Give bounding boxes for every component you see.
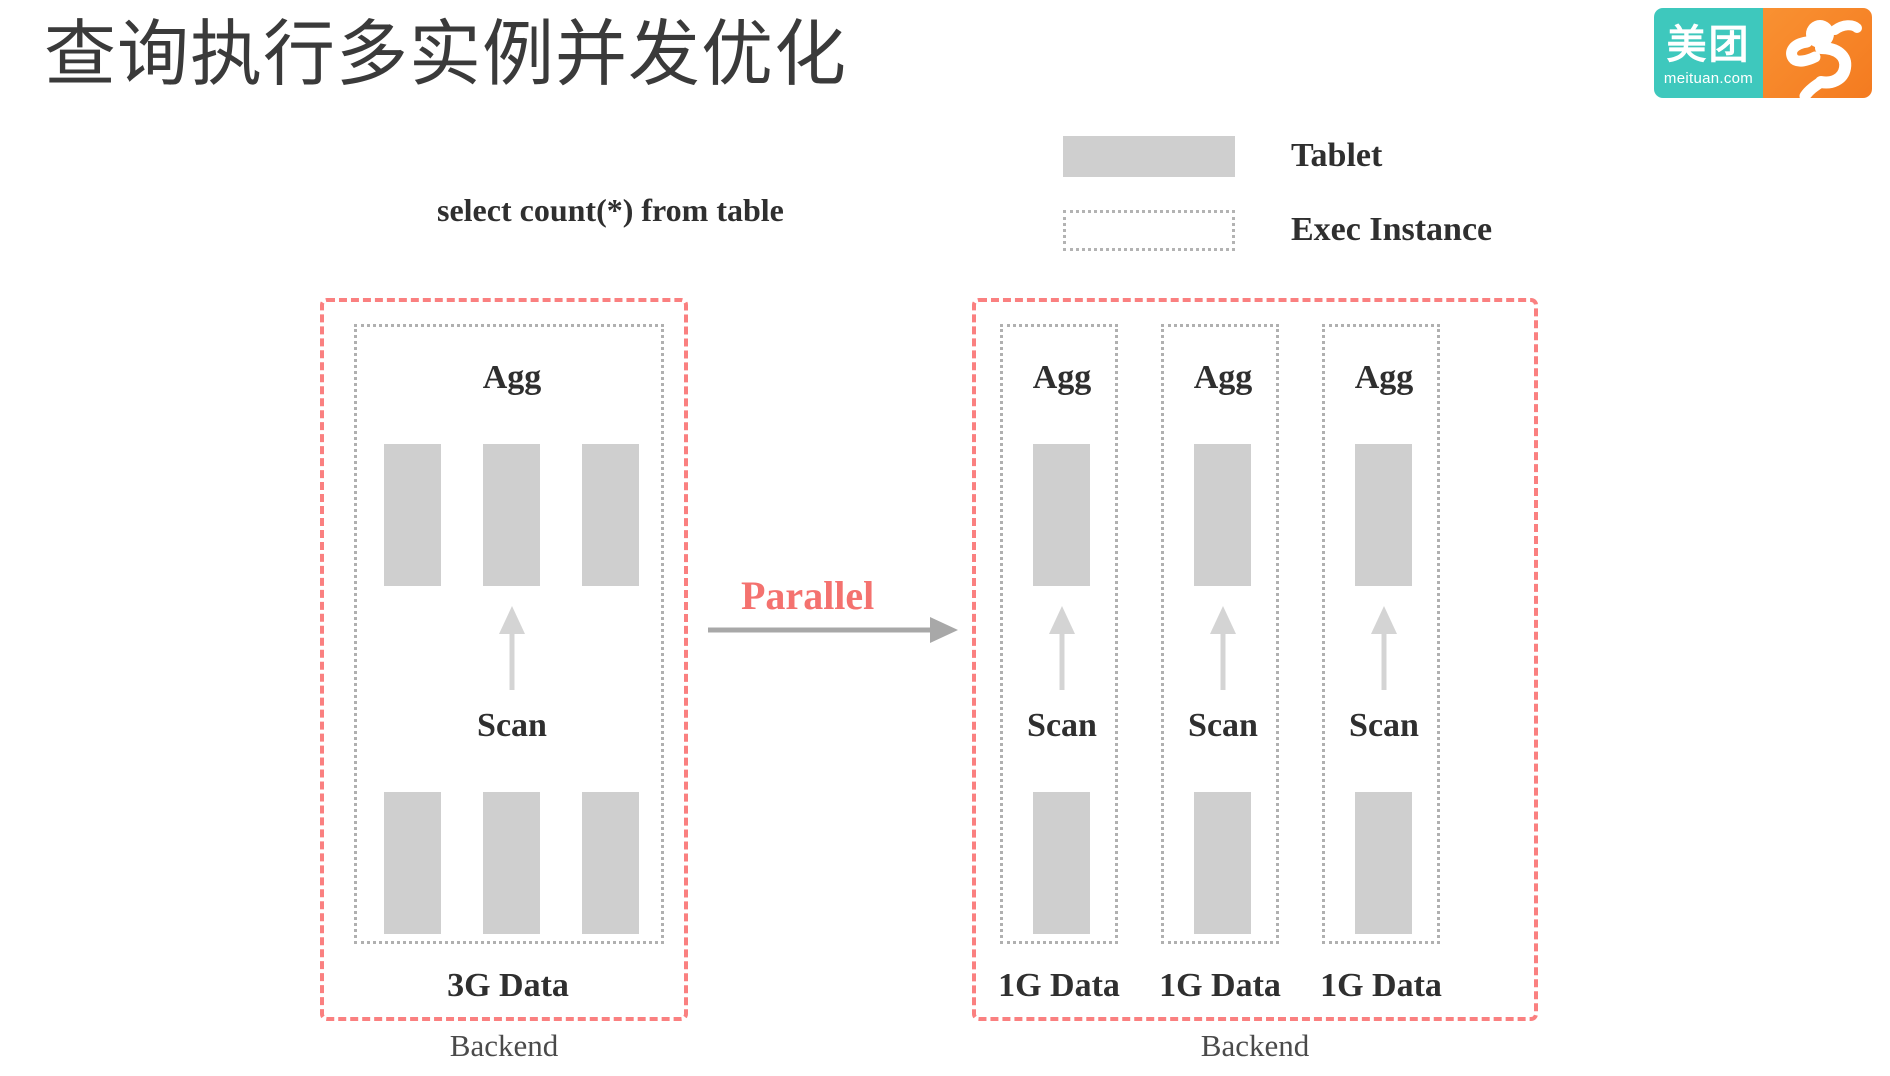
tablet (1033, 792, 1090, 934)
left-backend-box: Agg Scan 3G Data (320, 298, 688, 1021)
right-data-label-1: 1G Data (998, 967, 1120, 1004)
right-agg-label-2: Agg (1193, 359, 1253, 396)
tablet (1355, 444, 1412, 586)
right-data-label-2: 1G Data (1159, 967, 1281, 1004)
tablet (582, 792, 639, 934)
tablet (1194, 444, 1251, 586)
logo-chinese-text: 美团 (1666, 21, 1751, 68)
legend-label-exec-instance: Exec Instance (1291, 211, 1493, 248)
tablet (483, 792, 540, 934)
right-exec-instance-1: Agg Scan (1000, 324, 1118, 944)
tablet (1033, 444, 1090, 586)
tablet (582, 444, 639, 586)
tablet (1355, 792, 1412, 934)
parallel-transition-label: Parallel (741, 573, 875, 618)
right-scan-label-2: Scan (1188, 707, 1258, 744)
tablet (384, 444, 441, 586)
left-exec-instance: Agg Scan (354, 324, 664, 944)
right-agg-label-3: Agg (1354, 359, 1414, 396)
logo-wordmark-panel: 美团 meituan.com (1654, 8, 1763, 98)
legend-item-tablet: Tablet (1063, 130, 1492, 182)
left-data-label: 3G Data (447, 967, 569, 1004)
exec-instance-swatch-icon (1063, 209, 1235, 251)
meituan-logo: 美团 meituan.com (1654, 8, 1872, 98)
right-scan-label-1: Scan (1027, 707, 1097, 744)
left-scan-label: Scan (477, 707, 547, 744)
up-arrow-icon (1049, 606, 1075, 690)
parallel-arrow-icon (708, 617, 958, 643)
right-exec-instance-3: Agg Scan (1322, 324, 1440, 944)
right-scan-label-3: Scan (1349, 707, 1419, 744)
logo-domain-text: meituan.com (1663, 69, 1754, 87)
tablet (384, 792, 441, 934)
right-exec-instance-2: Agg Scan (1161, 324, 1279, 944)
legend-label-tablet: Tablet (1291, 137, 1383, 174)
tablet-swatch-icon (1063, 135, 1235, 177)
legend-item-exec-instance: Exec Instance (1063, 204, 1492, 256)
kangaroo-mascot-icon (1786, 20, 1862, 98)
page-title: 查询执行多实例并发优化 (44, 15, 848, 95)
left-agg-label: Agg (482, 359, 542, 396)
left-backend-caption: Backend (449, 1028, 559, 1063)
right-backend-box: Agg Scan 1G Data Agg Scan 1G Data Agg Sc… (972, 298, 1538, 1021)
logo-mascot-panel (1763, 8, 1872, 98)
up-arrow-icon (1371, 606, 1397, 690)
right-backend-caption: Backend (1200, 1028, 1310, 1063)
tablet (1194, 792, 1251, 934)
right-data-label-3: 1G Data (1320, 967, 1442, 1004)
legend: Tablet Exec Instance (1063, 130, 1492, 256)
up-arrow-icon (1210, 606, 1236, 690)
up-arrow-icon (499, 606, 525, 690)
sql-query-caption: select count(*) from table (437, 192, 784, 228)
right-agg-label-1: Agg (1032, 359, 1092, 396)
tablet (483, 444, 540, 586)
